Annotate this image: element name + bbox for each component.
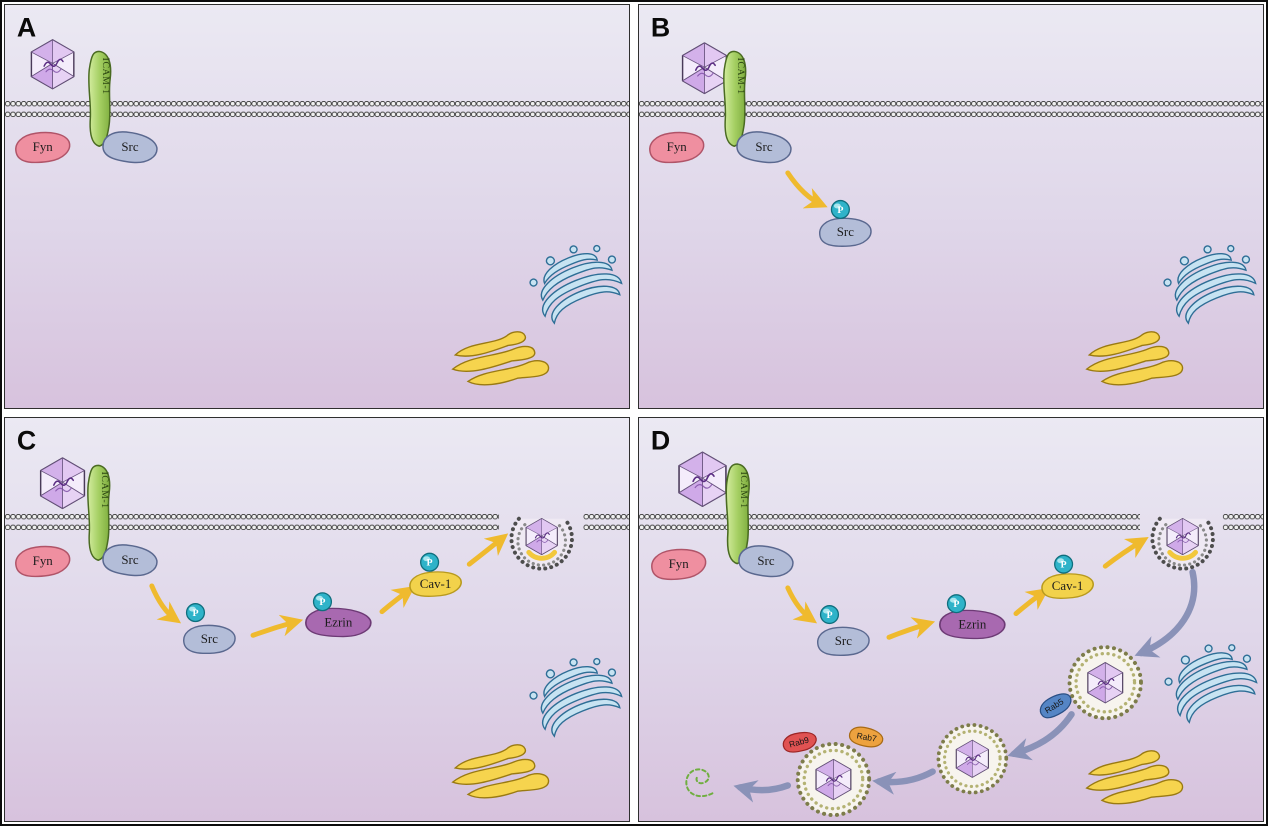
viral-rna-icon xyxy=(685,768,714,798)
arrow-to-early-endosome xyxy=(1134,568,1198,658)
membrane-inner-leaflet xyxy=(583,524,629,531)
src-label: Src xyxy=(755,140,772,154)
membrane-outer-leaflet xyxy=(5,514,500,520)
arrow-endosome-maturation xyxy=(1007,711,1075,761)
membrane-inner-leaflet xyxy=(639,111,1263,118)
src-label: Src xyxy=(121,553,138,567)
arrow-src-phosphorylation xyxy=(149,583,182,624)
fyn-label: Fyn xyxy=(669,557,690,571)
phospho-label: P xyxy=(837,205,843,216)
membrane-outer-leaflet xyxy=(639,101,1263,107)
membrane-inner-leaflet xyxy=(639,524,1140,531)
membrane-outer-leaflet xyxy=(5,101,629,107)
membrane-outer-leaflet xyxy=(639,514,1140,520)
arrow-src-phosphorylation xyxy=(785,170,828,209)
arrow-src-phosphorylation xyxy=(785,585,818,624)
panel-letter: C xyxy=(17,426,36,456)
fyn-label: Fyn xyxy=(33,140,54,154)
icam1-label: ICAM-1 xyxy=(738,472,749,509)
arrow-to-late-endosome xyxy=(872,768,936,795)
ezrin-label: Ezrin xyxy=(324,615,352,629)
phospho-label: P xyxy=(427,558,433,569)
arrow-genome-release xyxy=(733,780,792,803)
membrane-outer-leaflet xyxy=(583,514,629,520)
arrow-internalization xyxy=(1102,537,1149,569)
src-label: Src xyxy=(121,140,138,154)
cav1-label: Cav-1 xyxy=(1052,579,1084,593)
src-label: Src xyxy=(835,634,852,648)
icam1-label: ICAM-1 xyxy=(735,58,746,95)
panel-d: D ICAM-1 Fyn Src Src P Ezrin P Cav-1 P R… xyxy=(638,417,1264,822)
arrow-internalization xyxy=(466,533,509,567)
phospho-label: P xyxy=(1061,560,1067,571)
src-label: Src xyxy=(757,554,774,568)
phospho-label: P xyxy=(953,599,959,610)
src-label: Src xyxy=(837,225,854,239)
icam1-label: ICAM-1 xyxy=(100,58,111,95)
arrow-ezrin-activation xyxy=(886,617,936,640)
membrane-inner-leaflet xyxy=(5,111,629,118)
panel-letter: D xyxy=(651,426,670,456)
ezrin-label: Ezrin xyxy=(958,617,986,631)
arrow-cav1-activation xyxy=(379,585,416,615)
phospho-label: P xyxy=(826,610,832,621)
fyn-label: Fyn xyxy=(667,140,688,154)
membrane-inner-leaflet xyxy=(5,524,500,531)
fyn-label: Fyn xyxy=(33,554,54,568)
phospho-label: P xyxy=(319,597,325,608)
icam1-label: ICAM-1 xyxy=(99,472,110,509)
arrow-cav1-activation xyxy=(1013,587,1050,617)
rab7-label: Rab7 xyxy=(856,730,878,743)
cav1-label: Cav-1 xyxy=(420,577,452,591)
panel-b: B ICAM-1 Fyn Src Src P xyxy=(638,4,1264,409)
panel-letter: A xyxy=(17,13,36,43)
panel-a: A ICAM-1 Fyn Src xyxy=(4,4,630,409)
phospho-label: P xyxy=(192,608,198,619)
arrow-ezrin-activation xyxy=(250,614,304,638)
panel-c: C ICAM-1 Fyn Src Src P Ezrin P Cav-1 P xyxy=(4,417,630,822)
membrane-outer-leaflet xyxy=(1222,514,1263,520)
src-label: Src xyxy=(201,632,218,646)
panel-letter: B xyxy=(651,13,670,43)
membrane-inner-leaflet xyxy=(1222,524,1263,531)
